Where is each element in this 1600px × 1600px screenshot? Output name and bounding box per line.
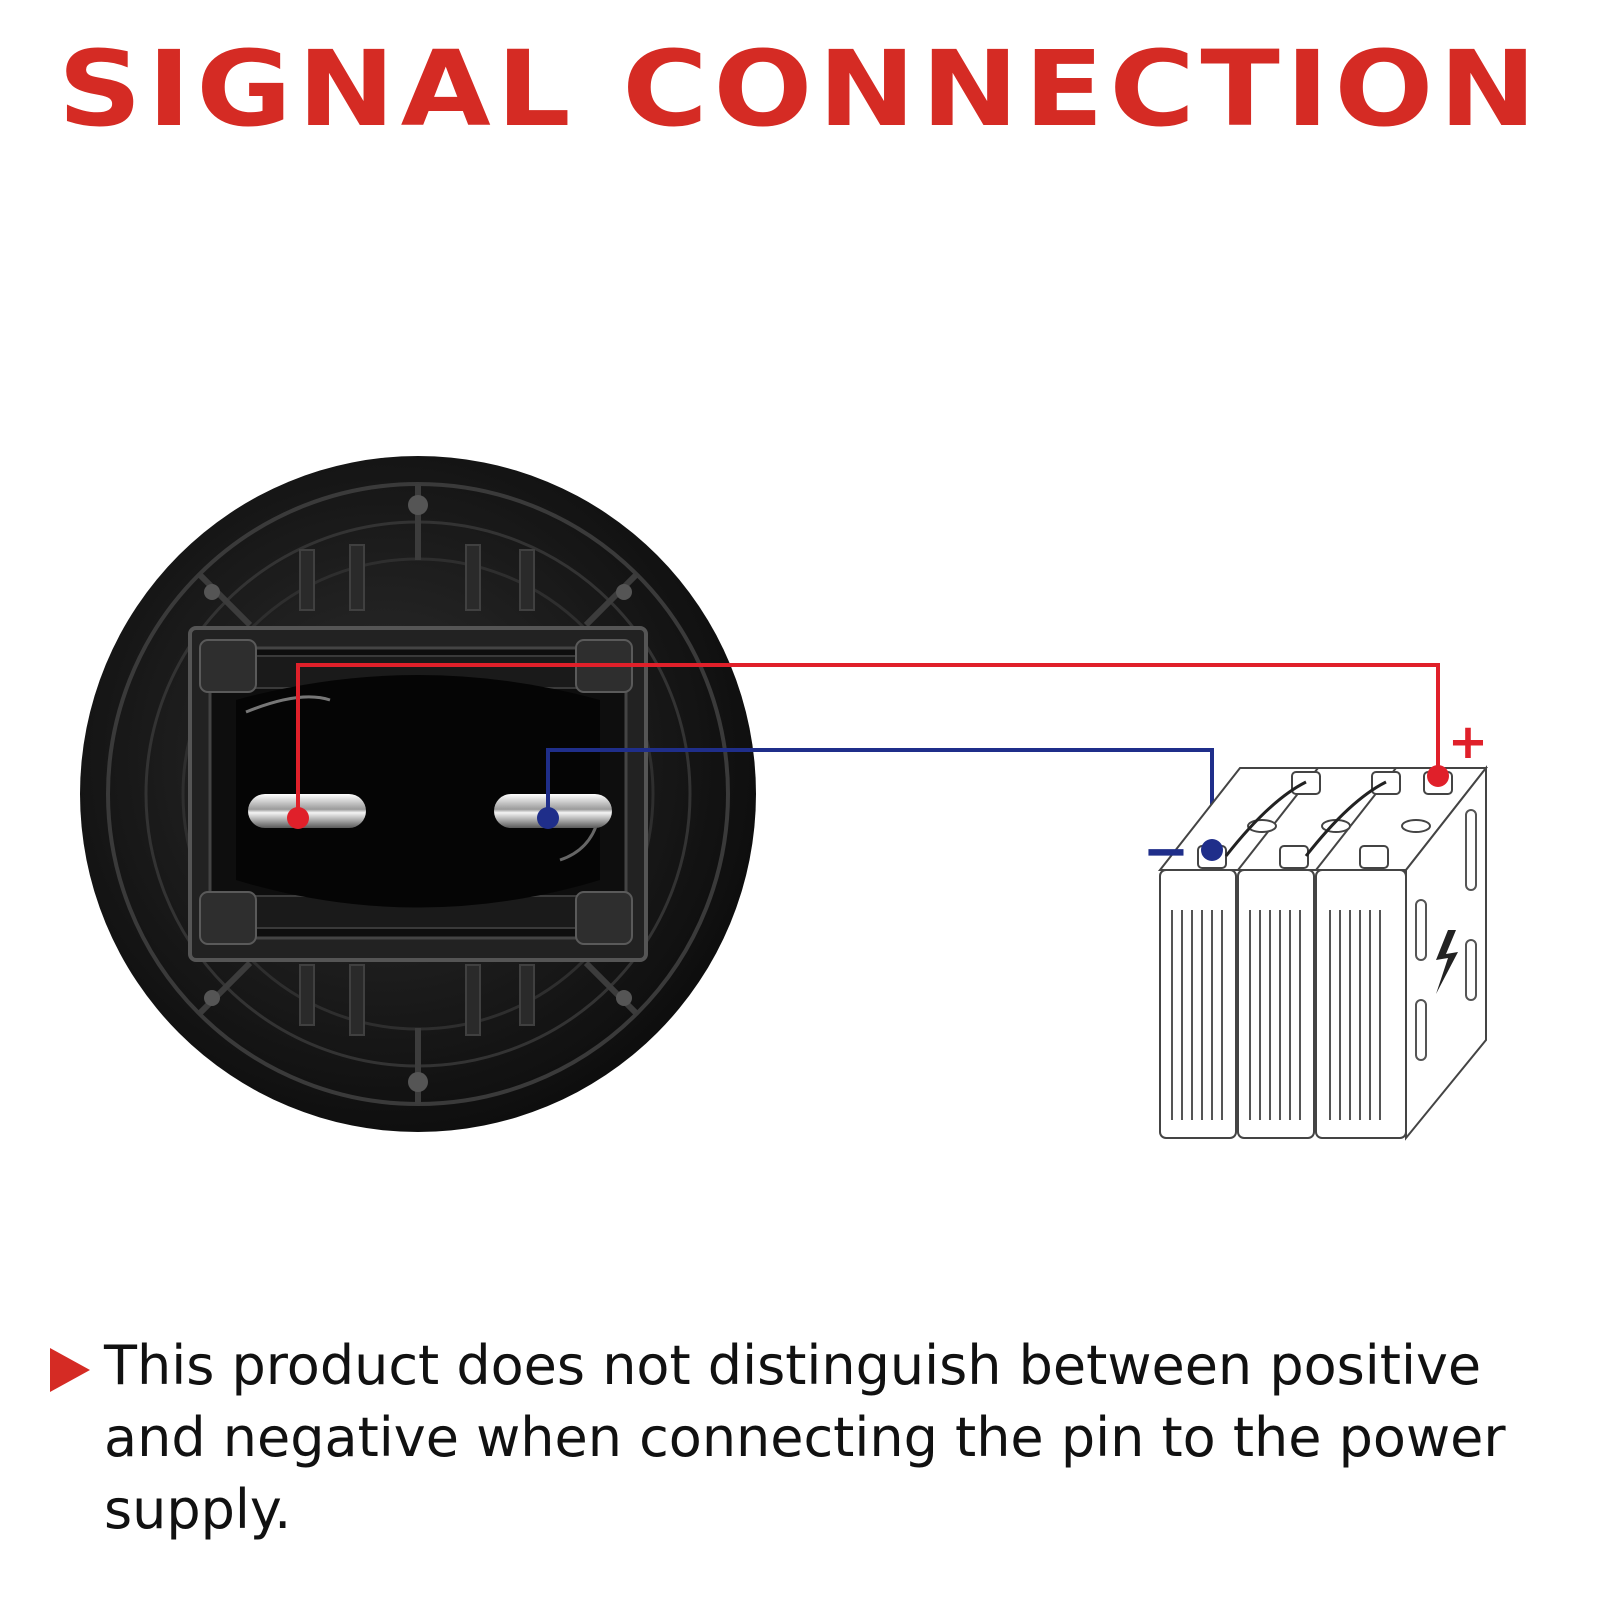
- negative-terminal-dot: [1201, 839, 1223, 861]
- positive-label: +: [1448, 714, 1488, 770]
- switch-back-image: [80, 456, 756, 1132]
- positive-pin-dot: [287, 807, 309, 829]
- battery-link-wires: [1224, 780, 1387, 857]
- battery-vents: [1171, 809, 1477, 1120]
- note-row: This product does not distinguish betwee…: [50, 1330, 1570, 1546]
- negative-wire: [546, 748, 1214, 842]
- negative-pin-dot: [537, 807, 559, 829]
- positive-terminal-dot: [1427, 765, 1449, 787]
- page-title: SIGNAL CONNECTION: [57, 28, 1543, 150]
- lightning-bolt-icon: [1436, 930, 1458, 994]
- negative-label: −: [1143, 819, 1190, 884]
- note-text: This product does not distinguish betwee…: [104, 1334, 1506, 1541]
- positive-wire: [296, 663, 1440, 818]
- battery-terminals: [1197, 771, 1453, 869]
- bullet-triangle-icon: [50, 1348, 90, 1392]
